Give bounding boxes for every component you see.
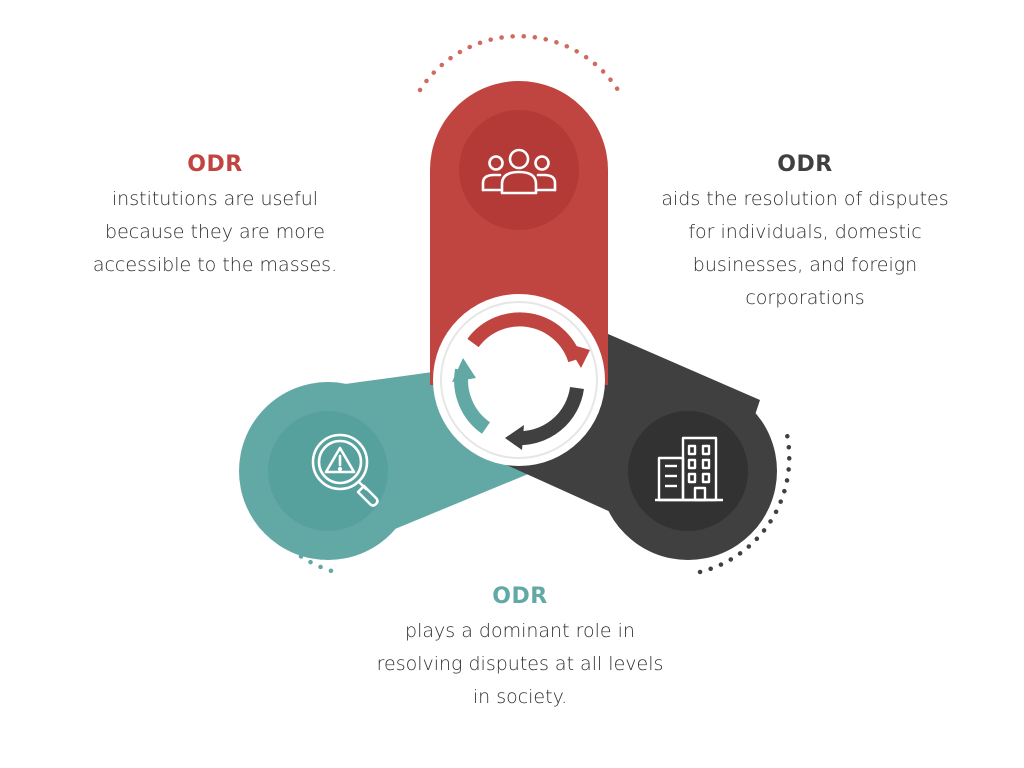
dotted-arc-top [417, 33, 621, 93]
warning-magnifier-icon [311, 433, 379, 507]
office-building-icon [655, 436, 723, 502]
block-right-line: aids the resolution of disputes [661, 188, 949, 210]
text-block-right: ODR aids the resolution of disputes for … [640, 150, 970, 315]
block-bottom-heading: ODR [492, 584, 548, 609]
dotted-arc-left [246, 427, 338, 575]
block-right-line: corporations [745, 287, 865, 309]
people-group-icon [481, 148, 557, 195]
block-right-heading: ODR [777, 152, 833, 177]
text-block-bottom: ODR plays a dominant role in resolving d… [340, 582, 700, 714]
block-right-line: for individuals, domestic [688, 221, 922, 243]
block-left-heading: ODR [187, 152, 243, 177]
block-left-line: because they are more [105, 221, 325, 243]
block-bottom-line: plays a dominant role in [405, 620, 635, 642]
block-bottom-line: resolving disputes at all levels [376, 653, 664, 675]
block-bottom-line: in society. [472, 686, 568, 708]
text-block-left: ODR institutions are useful because they… [60, 150, 370, 282]
block-left-line: accessible to the masses. [92, 254, 338, 276]
block-right-line: businesses, and foreign [692, 254, 918, 276]
cycle-arrows-icon [452, 312, 590, 450]
block-left-line: institutions are useful [111, 188, 319, 210]
